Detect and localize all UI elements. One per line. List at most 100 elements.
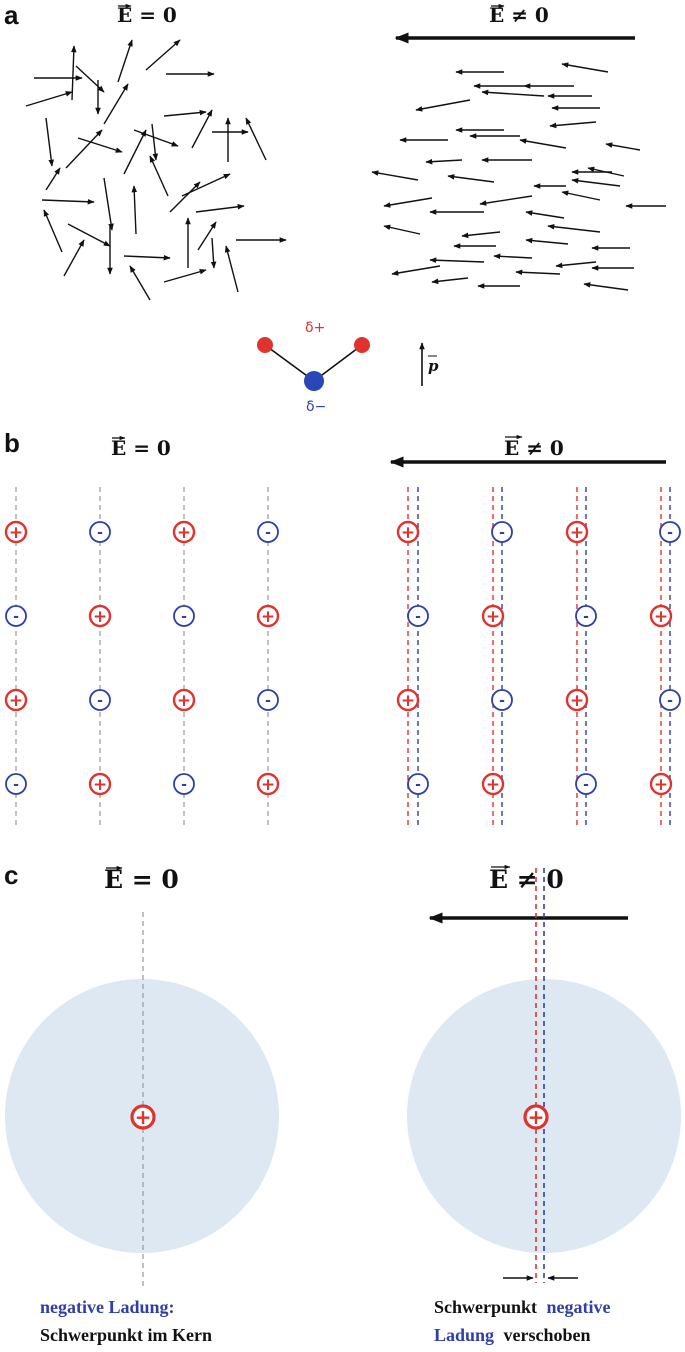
hydrogen-atom-right: [354, 337, 370, 353]
dipole-arrow-random-40: [151, 123, 159, 161]
ion-right-r4c3-sign: -: [583, 777, 589, 793]
ion-left-r3c2-sign: -: [97, 693, 103, 709]
nucleus-right: +: [523, 1104, 549, 1130]
ion-left-r4c3-sign: -: [181, 777, 187, 793]
ion-right-r1c3-sign: +: [570, 523, 584, 543]
ion-right-r4c2: +: [481, 772, 505, 796]
ion-right-r4c3: -: [575, 773, 597, 795]
panel-a-left-title: E = 0: [117, 3, 177, 27]
dipole-arrow-aligned-14: [605, 142, 641, 151]
dipole-arrow-random-13: [133, 129, 179, 147]
dipole-arrow-aligned-15: [425, 158, 463, 165]
dipole-arrow-aligned-40: [431, 277, 469, 285]
hydrogen-atom-left: [257, 337, 273, 353]
svg-text:Ladung verschoben: Ladung verschoben: [434, 1325, 591, 1345]
caption-right-line2-blue: Ladung: [434, 1325, 494, 1345]
ion-right-r3c3-sign: +: [570, 691, 584, 711]
dipole-arrow-random-4: [70, 45, 77, 101]
dipole-arrow-aligned-30: [461, 231, 501, 239]
ion-right-r1c4: -: [659, 521, 681, 543]
dipole-arrow-random-14: [163, 109, 207, 117]
dipole-arrow-random-32: [123, 254, 171, 261]
dipole-arrow-random-27: [195, 204, 245, 213]
panel-b-right-title: E ≠ 0: [504, 434, 564, 460]
ion-left-r2c3-sign: -: [181, 609, 187, 625]
dipole-arrow-random-21: [149, 155, 169, 197]
ion-right-r3c4-sign: -: [667, 693, 673, 709]
dipole-arrow-aligned-31: [547, 223, 601, 233]
caption-right-line1-black: Schwerpunkt: [434, 1297, 537, 1317]
dipole-arrow-aligned-25: [561, 190, 601, 201]
ion-right-r1c1: +: [396, 520, 420, 544]
ion-right-r2c3-sign: -: [583, 609, 589, 625]
dipole-arrow-random-3: [75, 65, 105, 93]
dipole-arrow-random-37: [210, 237, 217, 269]
dipole-arrow-random-10: [65, 129, 103, 169]
panel-c-right-title: E ≠ 0: [489, 864, 564, 894]
ion-right-r2c2: +: [481, 604, 505, 628]
ion-right-r1c3: +: [565, 520, 589, 544]
ion-left-r2c4-sign: +: [261, 607, 275, 627]
dipole-arrow-random-23: [103, 177, 114, 231]
panel-letter-b: b: [4, 428, 20, 458]
dipole-arrow-random-39: [224, 245, 239, 293]
dipole-arrow-random-12: [103, 83, 129, 125]
caption-right-line1-blue: negative: [547, 1297, 611, 1317]
dipole-arrow-random-6: [117, 39, 133, 83]
panel-c-left-title: E = 0: [104, 865, 179, 894]
ion-right-r1c1-sign: +: [401, 523, 415, 543]
ion-left-r1c1-sign: +: [9, 523, 23, 543]
water-molecule: δ+ δ−: [257, 320, 370, 415]
ion-left-r3c1-sign: +: [9, 691, 23, 711]
dipole-arrow-random-33: [129, 265, 151, 301]
atom-unpolarized: +: [5, 912, 279, 1286]
dipole-arrow-aligned-19: [587, 166, 625, 177]
dipole-arrow-random-17: [245, 117, 267, 161]
ion-right-r2c3: -: [575, 605, 597, 627]
ion-right-r2c4-sign: +: [654, 607, 668, 627]
oxygen-atom: [304, 371, 324, 391]
ion-left-r1c4: -: [257, 521, 279, 543]
ion-left-r3c1: +: [4, 688, 28, 712]
dipole-arrow-aligned-6: [481, 89, 545, 97]
ion-right-r4c1: -: [407, 773, 429, 795]
delta-plus-label: δ+: [305, 320, 325, 336]
ion-right-r2c1: -: [407, 605, 429, 627]
ion-left-r1c4-sign: -: [265, 525, 271, 541]
dipole-moment-vector: p: [419, 342, 439, 386]
dipole-arrow-aligned-24: [479, 195, 533, 206]
ion-left-r4c1-sign: -: [13, 777, 19, 793]
dipole-arrow-aligned-2: [561, 62, 609, 73]
dipole-arrow-aligned-43: [583, 282, 629, 291]
panel-a-right-title-text: E ≠ 0: [489, 3, 549, 27]
ion-left-r3c2: -: [89, 689, 111, 711]
ion-right-r1c4-sign: -: [667, 525, 673, 541]
ion-left-r1c2-sign: -: [97, 525, 103, 541]
panel-letter-c: c: [4, 860, 18, 890]
dipole-arrow-random-26: [181, 173, 231, 197]
caption-right-line2-black: verschoben: [504, 1325, 591, 1345]
ion-right-r3c1: +: [396, 688, 420, 712]
delta-minus-label: δ−: [306, 399, 326, 415]
dipole-arrow-random-30: [63, 239, 85, 277]
dipole-arrow-aligned-29: [383, 224, 421, 235]
panel-b: b E = 0 E ≠ 0 +-+--+-++-+--+-+ +-+--+-++…: [4, 428, 681, 826]
ion-right-r2c1-sign: -: [415, 609, 421, 625]
ion-left-r3c4-sign: -: [265, 693, 271, 709]
dipole-arrow-random-20: [123, 129, 147, 175]
panel-c: c E = 0 E ≠ 0 + +: [4, 860, 681, 1345]
ion-right-r4c4-sign: +: [654, 775, 668, 795]
ion-left-r2c2: +: [88, 604, 112, 628]
aligned-dipole-arrows: [371, 62, 666, 291]
caption-right: Schwerpunkt negative Ladung verschoben: [434, 1297, 611, 1345]
caption-left-line2: Schwerpunkt im Kern: [40, 1325, 212, 1345]
caption-left-line1: negative Ladung:: [40, 1297, 175, 1317]
ion-left-r4c1: -: [5, 773, 27, 795]
ion-right-r4c2-sign: +: [486, 775, 500, 795]
caption-left: negative Ladung: Schwerpunkt im Kern: [40, 1297, 212, 1345]
ion-left-r2c4: +: [256, 604, 280, 628]
dipole-arrow-random-11: [77, 137, 123, 153]
ion-right-r1c2: -: [491, 521, 513, 543]
nucleus-left-sign: +: [135, 1105, 152, 1129]
